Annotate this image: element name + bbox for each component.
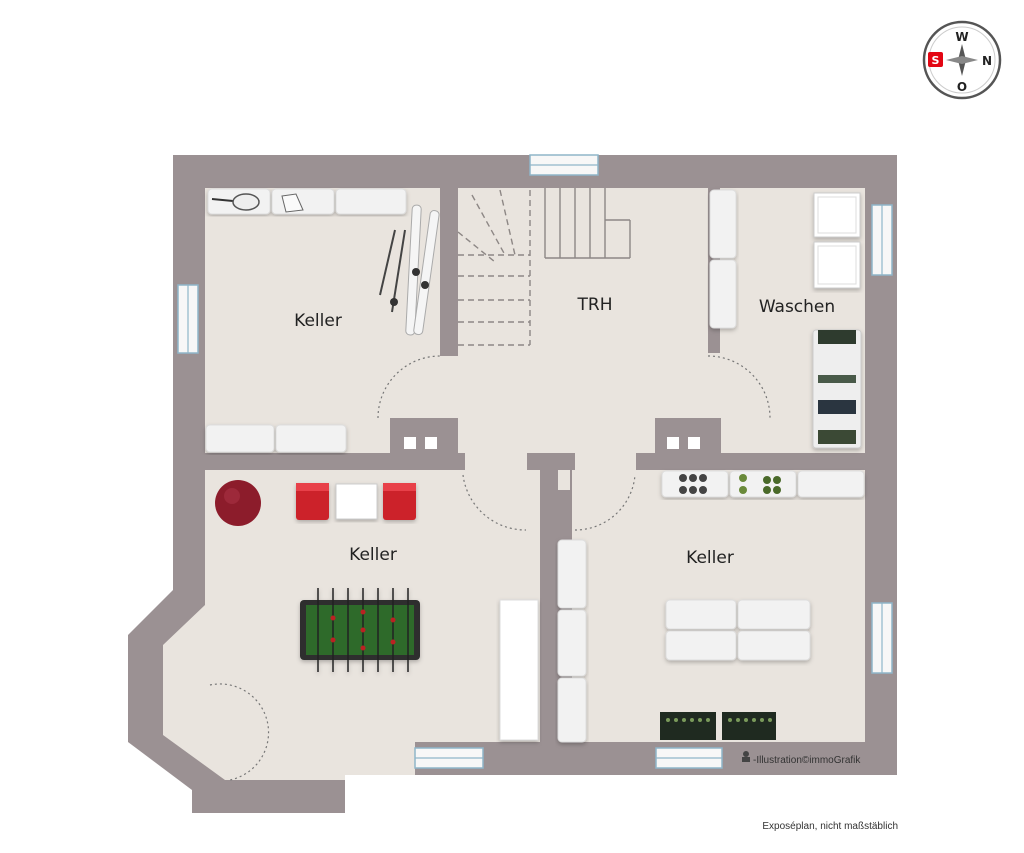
staircase xyxy=(457,189,531,346)
washing-machine-icon xyxy=(813,192,861,238)
illustration-credit: -Illustration©immoGrafik xyxy=(753,755,861,766)
flue xyxy=(404,437,416,449)
compass-west: W xyxy=(955,30,968,44)
exercise-ball-icon xyxy=(215,480,261,526)
footnote: Exposéplan, nicht maßstäblich xyxy=(762,821,898,832)
wall-center-cap xyxy=(527,453,575,470)
cabinet-sw xyxy=(499,599,539,741)
room-label-keller-se: Keller xyxy=(686,548,734,568)
compass-badge: S xyxy=(932,54,940,67)
shelf-south-nw xyxy=(205,424,347,453)
floor-keller-nw xyxy=(205,188,440,453)
beverage-crates-icon xyxy=(660,712,776,740)
sparkasse-logo xyxy=(742,751,750,762)
storage-rack-center xyxy=(665,599,811,661)
wall-chimney-left xyxy=(390,418,458,463)
room-label-waschen: Waschen xyxy=(759,297,835,317)
foosball-table-icon xyxy=(300,588,420,672)
room-label-keller-sw: Keller xyxy=(349,545,397,565)
wall-stair-left xyxy=(440,188,458,356)
wall-center-vertical xyxy=(540,453,558,743)
red-chair-right xyxy=(383,483,416,520)
shelf-se-left xyxy=(557,539,587,743)
doors xyxy=(209,355,771,781)
tennis-racket-icon xyxy=(211,193,260,211)
dryer-icon xyxy=(813,241,861,289)
flue xyxy=(425,437,437,449)
flue xyxy=(667,437,679,449)
shoe-rack-icon xyxy=(812,329,862,449)
skis-icon xyxy=(379,204,440,336)
compass-north: N xyxy=(982,54,992,68)
shelf-waschen-left xyxy=(709,189,737,329)
room-label-keller-nw: Keller xyxy=(294,311,342,331)
staircase-solid xyxy=(544,188,631,259)
bottles-icon xyxy=(679,474,781,494)
flue xyxy=(688,437,700,449)
red-chair-left xyxy=(296,483,329,520)
wall-bottom xyxy=(415,742,865,775)
compass-east: O xyxy=(957,80,967,94)
boots-icon xyxy=(281,193,304,213)
compass-icon: W O N S xyxy=(922,20,1002,100)
room-label-trh: TRH xyxy=(577,295,613,315)
side-table xyxy=(335,483,378,520)
